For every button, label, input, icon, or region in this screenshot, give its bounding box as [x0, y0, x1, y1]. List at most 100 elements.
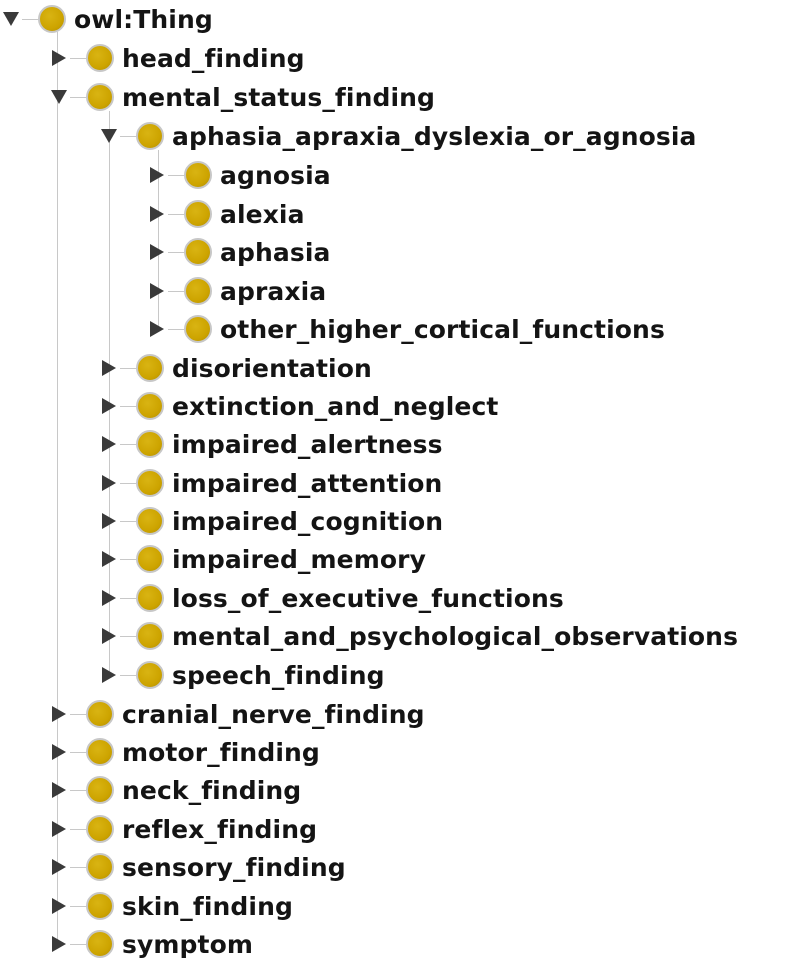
tree-node-neck-finding[interactable]: neck_finding — [48, 771, 301, 809]
collapsed-triangle-icon[interactable] — [48, 933, 70, 955]
collapsed-triangle-icon[interactable] — [48, 741, 70, 763]
tree-node-label: mental_status_finding — [122, 82, 436, 112]
collapsed-triangle-icon[interactable] — [146, 203, 168, 225]
collapsed-triangle-icon[interactable] — [98, 625, 120, 647]
owl-class-icon — [136, 661, 164, 689]
tree-node-label: owl:Thing — [74, 4, 213, 34]
tree-node-disorientation[interactable]: disorientation — [98, 349, 372, 387]
tree-node-label: speech_finding — [172, 660, 385, 690]
owl-class-icon — [38, 5, 66, 33]
tree-node-aphasia[interactable]: aphasia — [146, 233, 330, 271]
owl-class-icon — [184, 277, 212, 305]
tree-guide-line — [57, 32, 58, 944]
tree-guide-line — [109, 111, 110, 675]
owl-class-icon — [86, 700, 114, 728]
tree-node-label: sensory_finding — [122, 852, 346, 882]
owl-class-icon — [86, 853, 114, 881]
owl-class-icon — [136, 584, 164, 612]
owl-class-icon — [184, 238, 212, 266]
tree-node-label: impaired_cognition — [172, 506, 444, 536]
tree-node-skin-finding[interactable]: skin_finding — [48, 887, 293, 925]
collapsed-triangle-icon[interactable] — [146, 280, 168, 302]
collapsed-triangle-icon[interactable] — [98, 510, 120, 532]
tree-node-impaired-cognition[interactable]: impaired_cognition — [98, 502, 443, 540]
owl-class-icon — [86, 776, 114, 804]
collapsed-triangle-icon[interactable] — [146, 318, 168, 340]
tree-node-mental-status-finding[interactable]: mental_status_finding — [48, 78, 435, 116]
owl-class-icon — [136, 122, 164, 150]
tree-node-label: loss_of_executive_functions — [172, 583, 564, 613]
collapsed-triangle-icon[interactable] — [98, 548, 120, 570]
tree-node-label: impaired_memory — [172, 544, 426, 574]
owl-class-icon — [184, 315, 212, 343]
tree-node-impaired-alertness[interactable]: impaired_alertness — [98, 425, 443, 463]
collapsed-triangle-icon[interactable] — [98, 587, 120, 609]
owl-class-icon — [86, 738, 114, 766]
tree-node-label: symptom — [122, 929, 253, 959]
collapsed-triangle-icon[interactable] — [48, 779, 70, 801]
tree-node-motor-finding[interactable]: motor_finding — [48, 733, 320, 771]
tree-node-sensory-finding[interactable]: sensory_finding — [48, 848, 346, 886]
tree-node-apraxia[interactable]: apraxia — [146, 272, 326, 310]
owl-class-icon — [86, 44, 114, 72]
tree-node-head-finding[interactable]: head_finding — [48, 39, 305, 77]
owl-class-icon — [184, 161, 212, 189]
tree-node-impaired-attention[interactable]: impaired_attention — [98, 464, 442, 502]
collapsed-triangle-icon[interactable] — [48, 818, 70, 840]
tree-node-label: impaired_alertness — [172, 429, 443, 459]
tree-node-label: impaired_attention — [172, 468, 443, 498]
expanded-triangle-icon[interactable] — [48, 86, 70, 108]
tree-node-reflex-finding[interactable]: reflex_finding — [48, 810, 317, 848]
owl-class-icon — [86, 930, 114, 958]
tree-node-other-higher-cortical-functions[interactable]: other_higher_cortical_functions — [146, 310, 665, 348]
owl-class-icon — [136, 469, 164, 497]
collapsed-triangle-icon[interactable] — [48, 47, 70, 69]
expanded-triangle-icon[interactable] — [98, 125, 120, 147]
tree-node-loss-of-executive-functions[interactable]: loss_of_executive_functions — [98, 579, 564, 617]
owl-class-icon — [86, 83, 114, 111]
collapsed-triangle-icon[interactable] — [98, 433, 120, 455]
tree-node-impaired-memory[interactable]: impaired_memory — [98, 540, 426, 578]
owl-class-icon — [136, 430, 164, 458]
collapsed-triangle-icon[interactable] — [98, 472, 120, 494]
collapsed-triangle-icon[interactable] — [146, 164, 168, 186]
tree-node-label: cranial_nerve_finding — [122, 699, 425, 729]
tree-node-label: reflex_finding — [122, 814, 318, 844]
tree-node-mental-and-psychological-observations[interactable]: mental_and_psychological_observations — [98, 617, 738, 655]
tree-node-label: head_finding — [122, 43, 305, 73]
tree-node-label: aphasia_apraxia_dyslexia_or_agnosia — [172, 121, 697, 151]
tree-node-label: neck_finding — [122, 775, 302, 805]
collapsed-triangle-icon[interactable] — [98, 357, 120, 379]
owl-class-icon — [86, 815, 114, 843]
collapsed-triangle-icon[interactable] — [48, 856, 70, 878]
collapsed-triangle-icon[interactable] — [48, 895, 70, 917]
collapsed-triangle-icon[interactable] — [146, 241, 168, 263]
tree-node-speech-finding[interactable]: speech_finding — [98, 656, 385, 694]
tree-node-label: mental_and_psychological_observations — [172, 621, 739, 651]
tree-node-label: other_higher_cortical_functions — [220, 314, 665, 344]
tree-node-aphasia-apraxia-dyslexia-or-agnosia[interactable]: aphasia_apraxia_dyslexia_or_agnosia — [98, 117, 697, 155]
owl-class-icon — [136, 354, 164, 382]
owl-class-icon — [136, 622, 164, 650]
tree-node-label: agnosia — [220, 160, 331, 190]
tree-node-cranial-nerve-finding[interactable]: cranial_nerve_finding — [48, 695, 425, 733]
tree-node-label: disorientation — [172, 353, 372, 383]
collapsed-triangle-icon[interactable] — [98, 664, 120, 686]
owl-class-icon — [86, 892, 114, 920]
tree-node-extinction-and-neglect[interactable]: extinction_and_neglect — [98, 387, 498, 425]
owl-class-icon — [184, 200, 212, 228]
expanded-triangle-icon[interactable] — [0, 8, 22, 30]
collapsed-triangle-icon[interactable] — [48, 703, 70, 725]
tree-node-label: extinction_and_neglect — [172, 391, 499, 421]
tree-node-label: aphasia — [220, 237, 331, 267]
tree-node-label: apraxia — [220, 276, 327, 306]
owl-class-icon — [136, 507, 164, 535]
owl-class-icon — [136, 392, 164, 420]
collapsed-triangle-icon[interactable] — [98, 395, 120, 417]
tree-node-owl-thing[interactable]: owl:Thing — [0, 0, 213, 38]
tree-node-label: alexia — [220, 199, 305, 229]
tree-node-alexia[interactable]: alexia — [146, 195, 305, 233]
tree-node-symptom[interactable]: symptom — [48, 925, 253, 963]
tree-node-agnosia[interactable]: agnosia — [146, 156, 331, 194]
